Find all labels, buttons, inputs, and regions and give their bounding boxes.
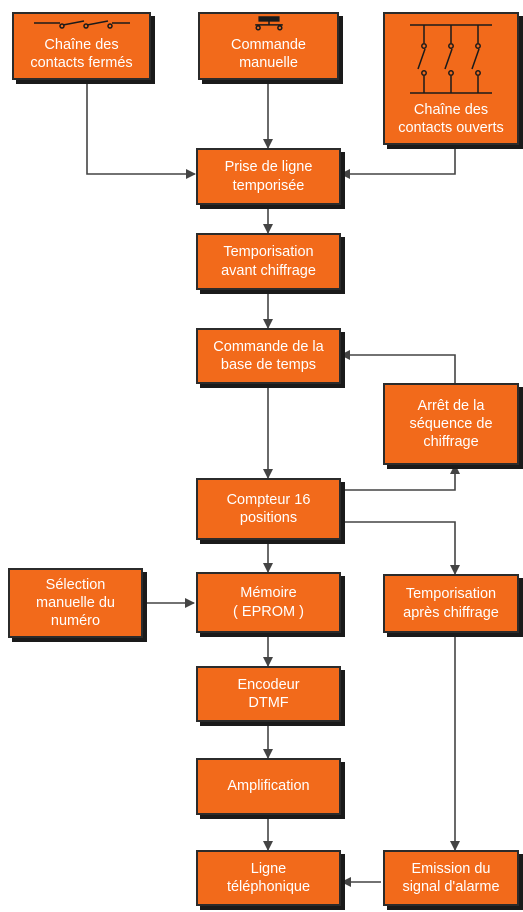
box-memoire: Mémoire ( EPROM ) [196, 572, 341, 633]
box-contacts-fermes: Chaîne des contacts fermés [12, 12, 151, 80]
box-label: Compteur 16 positions [226, 491, 311, 526]
box-label: Sélection manuelle du numéro [36, 576, 115, 630]
open-contacts-parallel-icon [410, 24, 492, 94]
connector-compteur-tempo-apres [341, 521, 460, 575]
box-contacts-ouverts: Chaîne des contacts ouverts [383, 12, 519, 145]
box-label: Chaîne des contacts ouverts [398, 101, 504, 136]
box-emission: Emission du signal d'alarme [383, 850, 519, 906]
connector-compteur-arret [341, 464, 460, 491]
box-label: Commande manuelle [231, 36, 306, 71]
box-commande-base: Commande de la base de temps [196, 328, 341, 384]
box-label: Amplification [227, 778, 310, 795]
connector-contacts-ouverts-prise [340, 145, 456, 179]
box-label: Ligne téléphonique [226, 860, 311, 895]
box-arret-sequence: Arrêt de la séquence de chiffrage [383, 383, 519, 465]
box-selection-manuelle: Sélection manuelle du numéro [8, 568, 143, 638]
box-label: Mémoire ( EPROM ) [233, 585, 304, 620]
box-label: Temporisation avant chiffrage [221, 244, 316, 279]
closed-contacts-chain-icon [33, 20, 130, 29]
box-label: Prise de ligne temporisée [224, 159, 313, 194]
box-prise-ligne: Prise de ligne temporisée [196, 148, 341, 205]
box-label: Chaîne des contacts fermés [30, 36, 133, 71]
box-tempo-avant: Temporisation avant chiffrage [196, 233, 341, 290]
box-label: Temporisation après chiffrage [403, 586, 499, 621]
push-button-icon [254, 16, 283, 31]
connector-contacts-fermes-prise [86, 80, 196, 179]
connector-arret-commande-base [340, 350, 456, 383]
box-encodeur: Encodeur DTMF [196, 666, 341, 722]
box-compteur: Compteur 16 positions [196, 478, 341, 540]
box-commande-manuelle: Commande manuelle [198, 12, 339, 80]
box-label: Commande de la base de temps [213, 338, 324, 373]
box-amplification: Amplification [196, 758, 341, 815]
box-tempo-apres: Temporisation après chiffrage [383, 574, 519, 633]
box-label: Arrêt de la séquence de chiffrage [409, 397, 493, 451]
box-label: Emission du signal d'alarme [402, 860, 500, 895]
box-label: Encodeur DTMF [237, 676, 300, 711]
box-ligne: Ligne téléphonique [196, 850, 341, 906]
